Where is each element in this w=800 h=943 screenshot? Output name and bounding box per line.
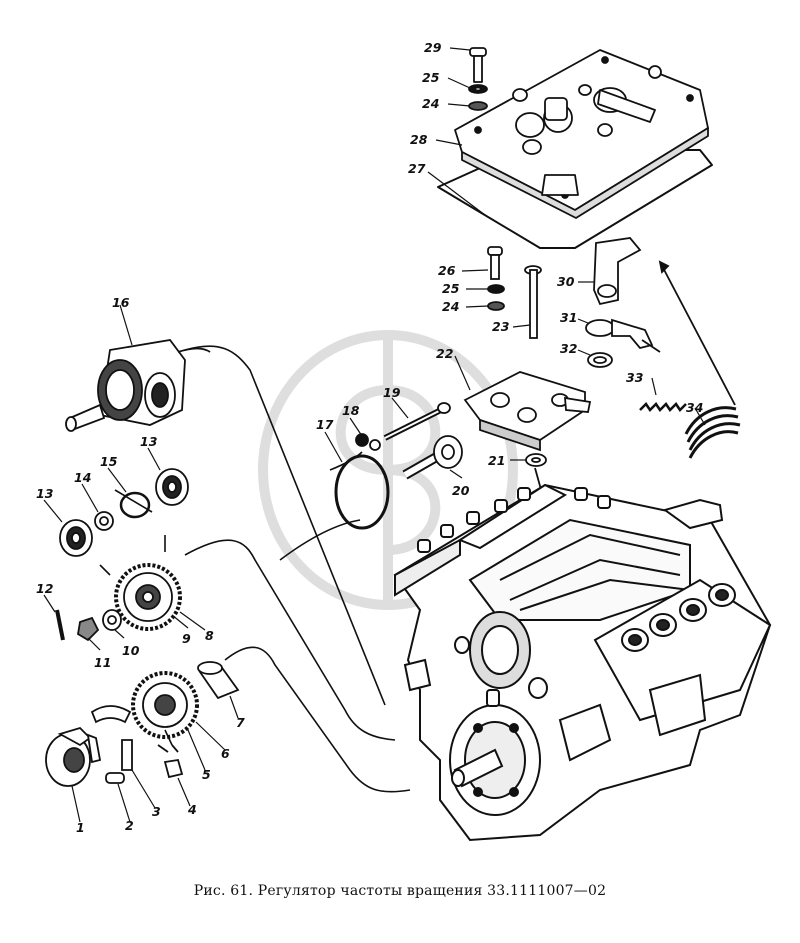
callout-3: 3 xyxy=(152,804,161,819)
callout-24-top: 24 xyxy=(422,96,439,111)
governor-cover-assembly xyxy=(437,47,713,249)
callout-5: 5 xyxy=(202,767,211,782)
callout-13-upper: 13 xyxy=(140,434,157,449)
watermark-logo xyxy=(258,330,518,610)
callout-24-mid: 24 xyxy=(442,299,459,314)
callout-26: 26 xyxy=(438,263,456,278)
callout-19: 19 xyxy=(383,385,401,400)
callout-31: 31 xyxy=(560,310,577,325)
callout-9: 9 xyxy=(182,631,191,646)
leader-lines xyxy=(99,345,411,793)
callout-30: 30 xyxy=(557,274,575,289)
callout-25-top: 25 xyxy=(422,70,440,85)
callout-18: 18 xyxy=(342,403,360,418)
callout-6: 6 xyxy=(221,746,230,761)
callout-23: 23 xyxy=(492,319,509,334)
callout-4: 4 xyxy=(187,802,197,817)
callout-1: 1 xyxy=(76,820,85,835)
callout-25-mid: 25 xyxy=(442,281,460,296)
callout-7: 7 xyxy=(236,715,245,730)
callout-8: 8 xyxy=(205,628,214,643)
callout-20: 20 xyxy=(452,483,470,498)
callout-11: 11 xyxy=(94,655,111,670)
drive-assembly-16 xyxy=(65,339,211,432)
callout-leaders xyxy=(43,47,706,823)
callout-17: 17 xyxy=(316,417,334,432)
callout-labels: 29 25 24 28 27 26 25 24 23 30 31 32 33 3… xyxy=(36,40,703,835)
callout-27: 27 xyxy=(408,161,426,176)
callout-13-lower: 13 xyxy=(36,486,53,501)
callout-22: 22 xyxy=(436,346,453,361)
governor-housing-parts xyxy=(334,371,592,541)
callout-2: 2 xyxy=(125,818,134,833)
figure-caption: Рис. 61. Регулятор частоты вращения 33.1… xyxy=(193,883,607,899)
callout-16: 16 xyxy=(112,295,130,310)
callout-21: 21 xyxy=(488,453,505,468)
callout-32: 32 xyxy=(560,341,577,356)
callout-15: 15 xyxy=(100,454,118,469)
callout-34: 34 xyxy=(686,400,703,415)
callout-10: 10 xyxy=(122,643,140,658)
pump-housing xyxy=(393,483,772,842)
gear-parts xyxy=(45,468,240,787)
callout-12: 12 xyxy=(36,581,53,596)
callout-33: 33 xyxy=(626,370,643,385)
callout-29: 29 xyxy=(424,40,442,55)
callout-14: 14 xyxy=(74,470,91,485)
callout-28: 28 xyxy=(410,132,428,147)
